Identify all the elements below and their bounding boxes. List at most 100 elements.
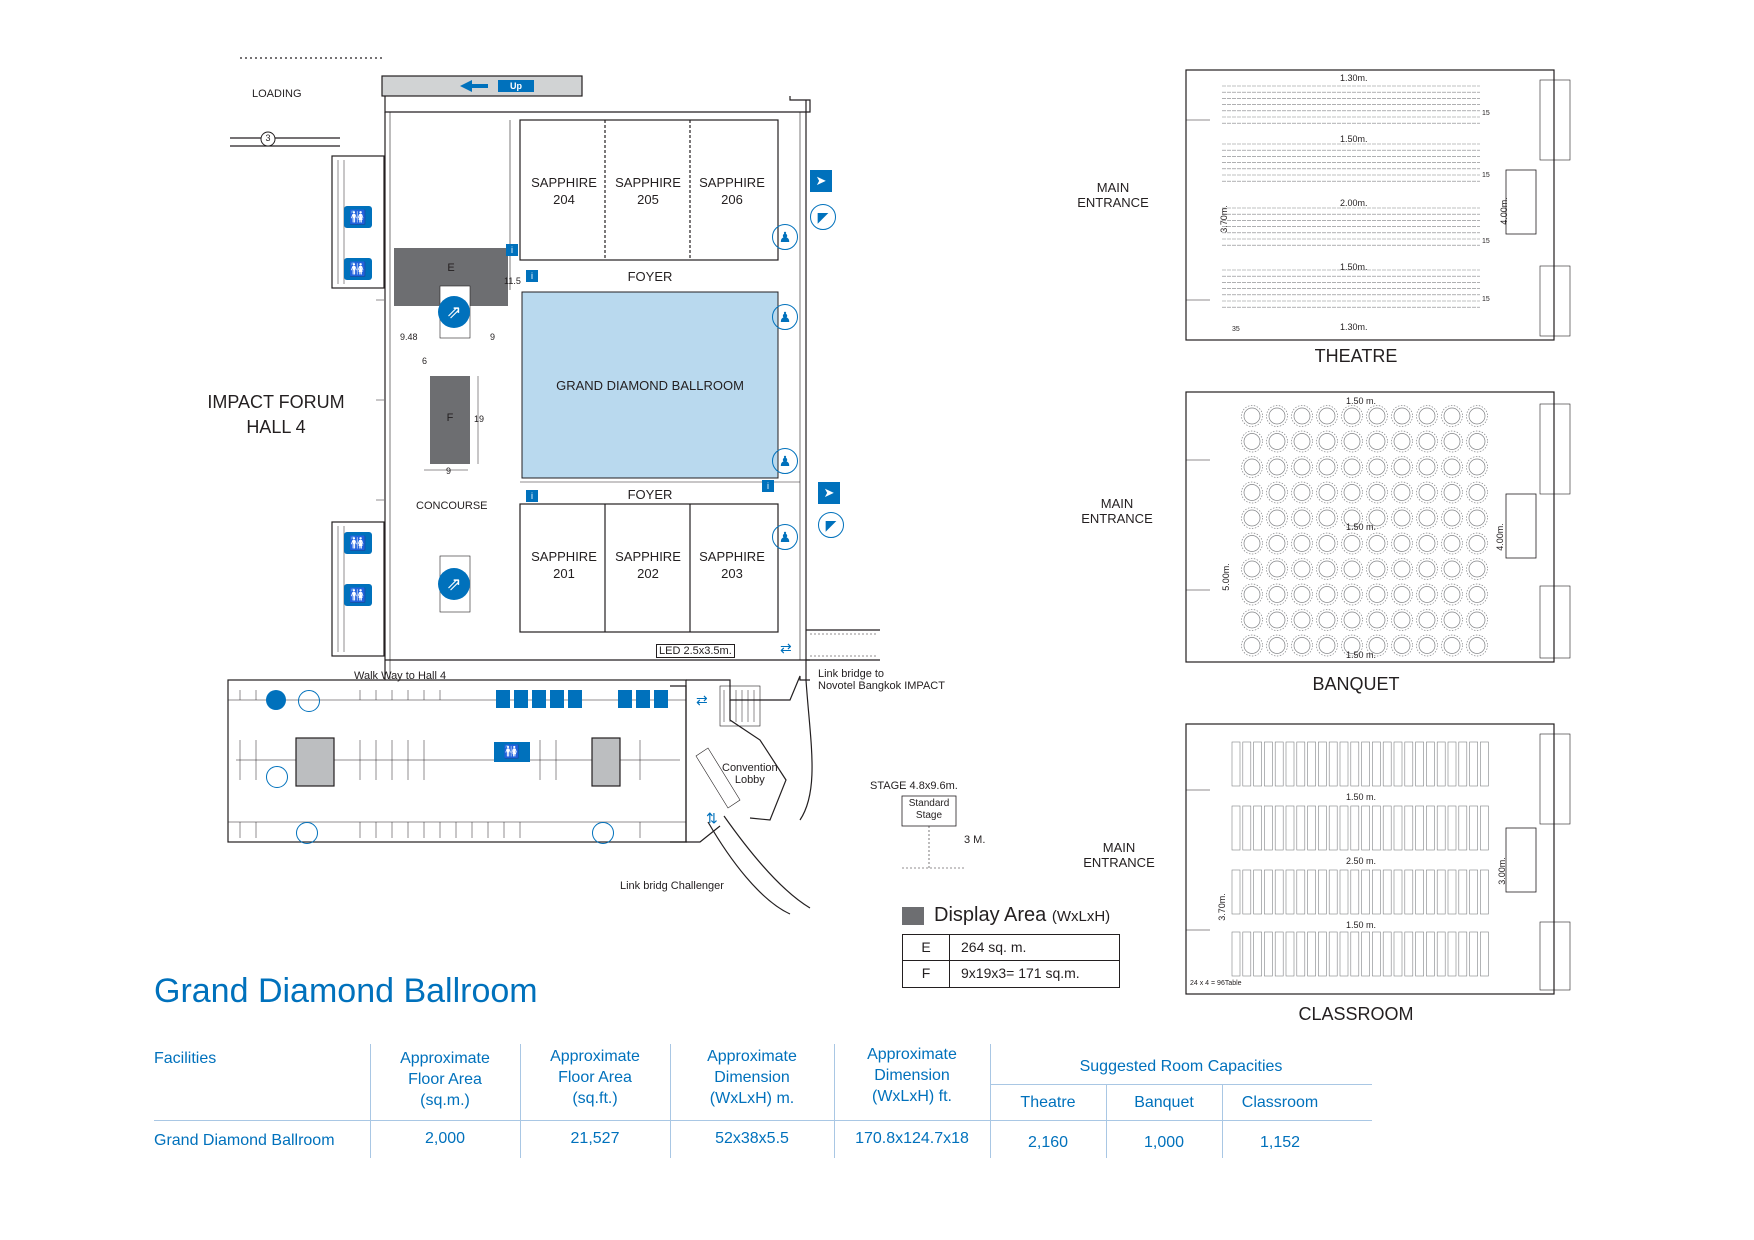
classroom-table xyxy=(1274,741,1284,787)
banquet-chairs xyxy=(1316,532,1338,555)
banquet-table xyxy=(1393,560,1411,578)
dim-9a: 9 xyxy=(490,332,496,342)
banquet-table xyxy=(1418,458,1436,476)
classroom-table xyxy=(1469,741,1478,787)
stairs-icon: ◤ xyxy=(810,204,836,230)
banquet-chairs xyxy=(1266,558,1288,580)
banquet-chairs xyxy=(1266,507,1288,529)
banquet-table xyxy=(1393,433,1411,450)
foyer-top-label: FOYER xyxy=(627,269,673,284)
banquet-dim: 4.00m. xyxy=(1494,523,1505,551)
banquet-table xyxy=(1243,509,1261,527)
banquet-table xyxy=(1268,433,1286,450)
banquet-table xyxy=(1468,433,1486,450)
banquet-table xyxy=(1293,433,1311,450)
classroom-table xyxy=(1447,741,1457,787)
banquet-dim: 1.50 m. xyxy=(1346,396,1377,406)
classroom-table xyxy=(1231,805,1241,851)
banquet-chairs xyxy=(1341,609,1363,631)
loading-label: LOADING xyxy=(252,88,302,100)
dim-9-48: 9.48 xyxy=(400,332,418,342)
banquet-chairs xyxy=(1416,456,1438,478)
banquet-table xyxy=(1243,407,1261,425)
classroom-table xyxy=(1372,805,1381,851)
person-icon: ♟ xyxy=(772,524,798,550)
banquet-table xyxy=(1343,560,1361,578)
banquet-chairs xyxy=(1441,634,1463,657)
banquet-table xyxy=(1443,433,1461,450)
banquet-chairs xyxy=(1366,532,1388,555)
banquet-chairs xyxy=(1241,609,1263,631)
banquet-chairs xyxy=(1291,583,1313,606)
banquet-table xyxy=(1368,535,1386,552)
classroom-table xyxy=(1296,869,1306,915)
theatre-col-count: 35 xyxy=(1232,326,1240,333)
classroom-table xyxy=(1231,869,1241,915)
banquet-table xyxy=(1293,560,1311,578)
banquet-table xyxy=(1443,611,1461,629)
banquet-chairs xyxy=(1316,456,1338,478)
banquet-chairs xyxy=(1291,558,1313,580)
person-icon: ♟ xyxy=(772,224,798,250)
classroom-table xyxy=(1393,931,1403,977)
banquet-table xyxy=(1318,433,1336,450)
banquet-table xyxy=(1293,611,1311,629)
banquet-table xyxy=(1268,458,1286,476)
banquet-chairs xyxy=(1316,405,1338,427)
classroom-dim: 1.50 m. xyxy=(1346,792,1377,802)
fire-exit-icon: ➤ xyxy=(818,482,840,504)
classroom-table xyxy=(1274,869,1284,915)
banquet-chairs xyxy=(1391,609,1413,631)
classroom-dim: 2.50 m. xyxy=(1346,856,1377,866)
banquet-table xyxy=(1293,509,1311,527)
escalator-icon: ⇗ xyxy=(438,296,470,328)
classroom-table xyxy=(1458,805,1468,851)
classroom-table xyxy=(1480,931,1489,977)
banquet-chairs xyxy=(1391,583,1413,606)
banquet-table xyxy=(1468,458,1486,476)
classroom-table xyxy=(1426,869,1435,915)
banquet-chairs xyxy=(1416,507,1438,529)
arrow-icon: ⇄ xyxy=(696,692,708,708)
classroom-table xyxy=(1307,931,1316,977)
banquet-chairs xyxy=(1366,507,1388,529)
legend-key-f: F xyxy=(921,965,931,981)
banquet-table xyxy=(1318,484,1336,501)
classroom-table xyxy=(1328,869,1338,915)
classroom-table xyxy=(1253,805,1262,851)
banquet-table xyxy=(1368,458,1386,476)
legend-value-f: 9x19x3= 171 sq.m. xyxy=(961,965,1080,981)
arrow-icon: ⇄ xyxy=(780,640,792,656)
info-icon: i xyxy=(506,244,518,256)
classroom-table xyxy=(1372,931,1381,977)
classroom-table xyxy=(1318,805,1327,851)
dim-19: 19 xyxy=(474,414,485,424)
banquet-table xyxy=(1393,637,1411,654)
display-area-f xyxy=(430,376,470,464)
banquet-chairs xyxy=(1341,456,1363,478)
banquet-chairs xyxy=(1266,583,1288,606)
classroom-table xyxy=(1426,805,1435,851)
banquet-chairs xyxy=(1241,456,1263,478)
banquet-chairs xyxy=(1366,430,1388,453)
banquet-chairs xyxy=(1466,507,1488,529)
banquet-table xyxy=(1368,611,1386,629)
row-dim-ft: 170.8x124.7x18 xyxy=(855,1130,969,1147)
classroom-table xyxy=(1372,869,1381,915)
banquet-chairs xyxy=(1391,634,1413,657)
banquet-chairs xyxy=(1416,532,1438,555)
banquet-table xyxy=(1468,611,1486,629)
banquet-chairs xyxy=(1241,583,1263,606)
classroom-table xyxy=(1350,931,1360,977)
banquet-chairs xyxy=(1466,558,1488,580)
banquet-table xyxy=(1468,509,1486,527)
banquet-table xyxy=(1443,509,1461,527)
banquet-table xyxy=(1443,458,1461,476)
arrow-icon: ⇅ xyxy=(706,810,718,826)
info-icon: i xyxy=(762,480,774,492)
